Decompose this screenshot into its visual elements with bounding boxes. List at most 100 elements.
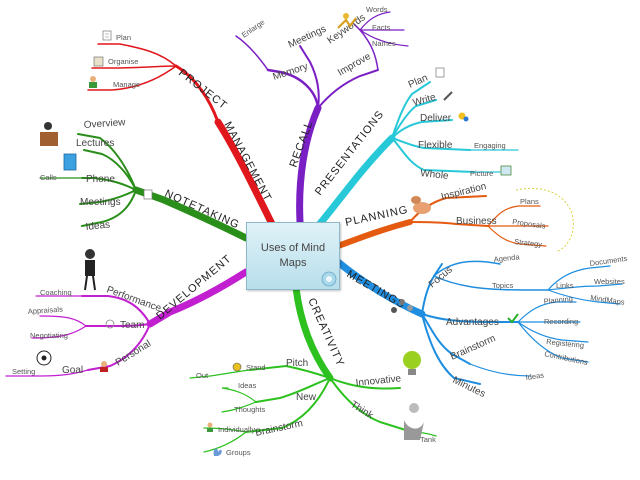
planning-link-arrow	[515, 187, 574, 253]
branch-recall[interactable]	[235, 11, 409, 226]
branch-label-management: MANAGEMENT	[221, 120, 273, 204]
plan-icon	[102, 30, 112, 41]
branch-label-notetaking: NOTETAKING	[163, 188, 242, 232]
leaf-coaching: Coaching	[40, 288, 72, 297]
central-topic-line1: Uses of Mind	[260, 242, 326, 254]
node-business: Business	[456, 216, 497, 227]
branch-label-recall: RECALL	[288, 119, 316, 169]
pen-icon	[443, 91, 453, 101]
leaf-plans: Plans	[520, 197, 539, 206]
branch-development[interactable]	[5, 268, 250, 377]
personal-icon	[100, 361, 108, 372]
groups-icon	[213, 448, 222, 456]
meeting-people-icon	[391, 299, 413, 313]
stand-out-icon	[232, 362, 242, 372]
leaf-setting: Setting	[12, 367, 35, 376]
node-advantages: Advantages	[446, 317, 499, 328]
central-topic-line2: Maps	[279, 257, 307, 269]
leaf-facts: Facts	[372, 23, 391, 32]
performance-figure-icon	[84, 249, 96, 291]
node-write: Write	[412, 92, 438, 109]
notepad-icon	[143, 189, 153, 200]
branch-project-management[interactable]	[87, 43, 276, 228]
branch-label-meetings: MEETINGS	[345, 268, 408, 311]
branch-label-project: PROJECT	[176, 67, 229, 112]
node-minutes: Minutes	[451, 375, 487, 400]
leaf-enlarge: Enlarge	[240, 17, 266, 39]
leaf-picture: Picture	[470, 169, 493, 178]
central-topic-icon	[321, 271, 337, 287]
leaf-out: Out	[196, 371, 209, 380]
team-icon	[105, 319, 115, 329]
leaf-proposals: Proposals	[512, 217, 547, 231]
leaf-organise: Organise	[108, 57, 138, 66]
node-goal: Goal	[62, 365, 83, 376]
node-phone: Phone	[86, 174, 115, 185]
node-new: New	[296, 392, 317, 403]
leaf-planning: Planning	[543, 294, 573, 306]
think-tank-figure-icon	[404, 403, 424, 440]
leaf-tank: Tank	[420, 435, 436, 444]
keywords-character-icon	[337, 13, 357, 29]
leaf-websites: Websites	[594, 277, 625, 286]
node-innovative: Innovative	[355, 373, 402, 389]
node-inspiration: Inspiration	[440, 181, 487, 203]
node-meetings: Meetings	[287, 24, 328, 51]
node-brainstorm-creative: Brainstorm	[254, 418, 304, 439]
organise-icon	[93, 56, 104, 67]
leaf-thoughts: Thoughts	[234, 405, 266, 414]
leaf-topics: Topics	[492, 281, 514, 290]
checkmark-icon	[507, 313, 519, 324]
lecture-podium-icon	[40, 122, 58, 146]
node-deliver: Deliver	[420, 113, 452, 124]
leaf-individually: Individually	[218, 425, 255, 434]
phone-icon	[63, 153, 77, 171]
node-team: Team	[120, 320, 144, 331]
node-performance: Performance	[105, 284, 163, 314]
node-meetings-notes: Meetings	[80, 197, 121, 208]
goal-football-icon	[36, 350, 52, 366]
leaf-calls: Calls	[40, 173, 57, 182]
node-memory: Memory	[272, 61, 310, 83]
picture-icon	[500, 165, 512, 176]
node-personal: Personal	[114, 338, 153, 368]
leaf-contributions: Contributions	[544, 349, 589, 367]
branch-creativity[interactable]	[189, 284, 437, 453]
node-plan: Plan	[407, 73, 430, 91]
leaf-negotiating: Negotiating	[30, 331, 68, 340]
inspiration-hands-icon	[411, 196, 431, 214]
leaf-ideas-creative: Ideas	[238, 381, 257, 390]
leaf-agenda: Agenda	[493, 252, 520, 264]
node-lectures: Lectures	[76, 138, 114, 149]
leaf-plan: Plan	[116, 33, 131, 42]
node-ideas-notes: Ideas	[85, 219, 110, 232]
lightbulb-icon	[403, 351, 421, 375]
leaf-strategy: Strategy	[514, 237, 543, 249]
node-focus: Focus	[427, 264, 455, 290]
deliver-icon	[458, 112, 469, 122]
node-pitch: Pitch	[286, 358, 308, 369]
leaf-ideas: Ideas	[525, 370, 545, 382]
node-whole: Whole	[420, 168, 450, 182]
leaf-manage: Manage	[113, 80, 140, 89]
leaf-words: Words	[366, 5, 388, 14]
leaf-appraisals: Appraisals	[28, 305, 64, 316]
leaf-names: Names	[372, 39, 396, 48]
manage-icon	[89, 76, 97, 88]
leaf-mindmaps: MindMaps	[590, 293, 626, 307]
leaf-recording: Recording	[544, 317, 578, 326]
node-brainstorm: Brainstorm	[449, 333, 498, 363]
branch-label-creativity: CREATIVITY	[305, 296, 346, 368]
individual-person-icon	[207, 422, 213, 432]
leaf-registering: Registering	[546, 337, 585, 350]
leaf-engaging: Engaging	[474, 141, 506, 150]
leaf-stand: Stand	[246, 363, 266, 372]
leaf-links: Links	[556, 281, 574, 290]
plan-doc-icon	[435, 67, 445, 78]
branch-notetaking[interactable]	[39, 133, 250, 242]
leaf-groups: Groups	[226, 448, 251, 457]
branch-presentations[interactable]	[314, 81, 519, 230]
